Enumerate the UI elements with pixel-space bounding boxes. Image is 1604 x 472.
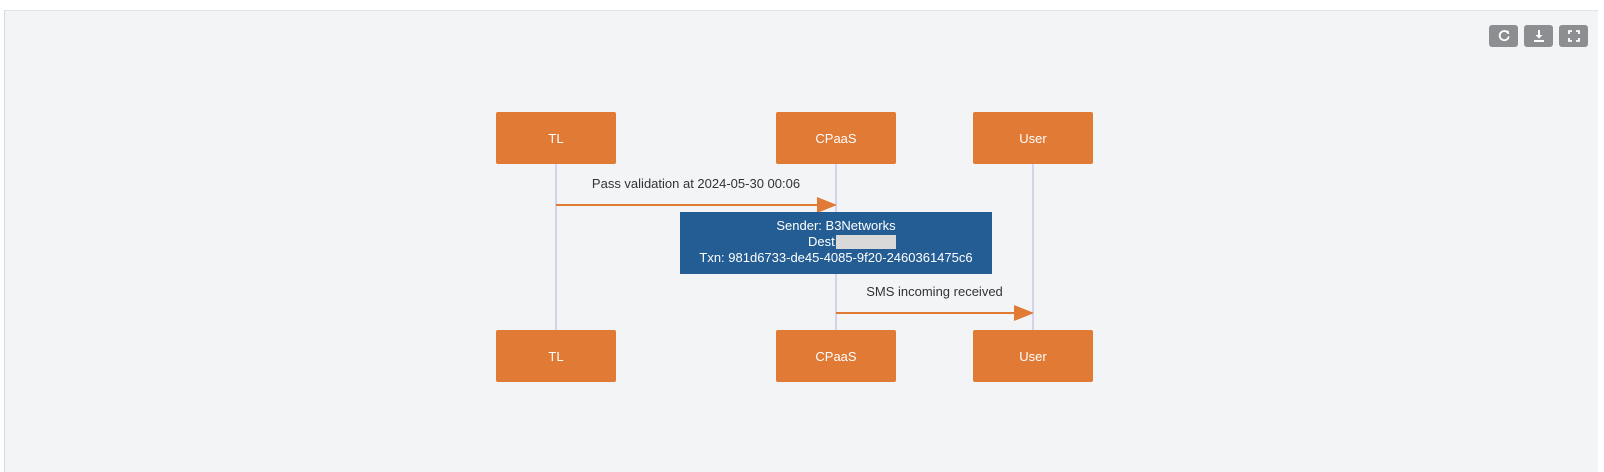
actor-label-tl-bottom: TL (548, 349, 563, 364)
actor-label-tl-top: TL (548, 131, 563, 146)
message-label-0: Pass validation at 2024-05-30 00:06 (592, 176, 800, 191)
actor-box-tl-bottom (496, 330, 616, 382)
actor-box-tl-top (496, 112, 616, 164)
actor-label-user-top: User (1019, 131, 1047, 146)
note-line-2: Txn: 981d6733-de45-4085-9f20-2460361475c… (699, 250, 972, 265)
fullscreen-icon (1567, 30, 1580, 42)
redaction-block (836, 235, 896, 249)
download-button[interactable] (1524, 25, 1553, 47)
actor-box-user-bottom (973, 330, 1093, 382)
download-icon (1533, 30, 1544, 42)
actor-label-cpaas-top: CPaaS (815, 131, 857, 146)
note-line-0: Sender: B3Networks (776, 218, 896, 233)
actor-box-cpaas-top (776, 112, 896, 164)
message-label-1: SMS incoming received (866, 284, 1003, 299)
actor-label-cpaas-bottom: CPaaS (815, 349, 857, 364)
fullscreen-button[interactable] (1559, 25, 1588, 47)
refresh-icon (1498, 30, 1509, 42)
actor-label-user-bottom: User (1019, 349, 1047, 364)
actor-box-user-top (973, 112, 1093, 164)
refresh-button[interactable] (1489, 25, 1518, 47)
diagram-toolbar (1489, 25, 1588, 47)
actor-box-cpaas-bottom (776, 330, 896, 382)
